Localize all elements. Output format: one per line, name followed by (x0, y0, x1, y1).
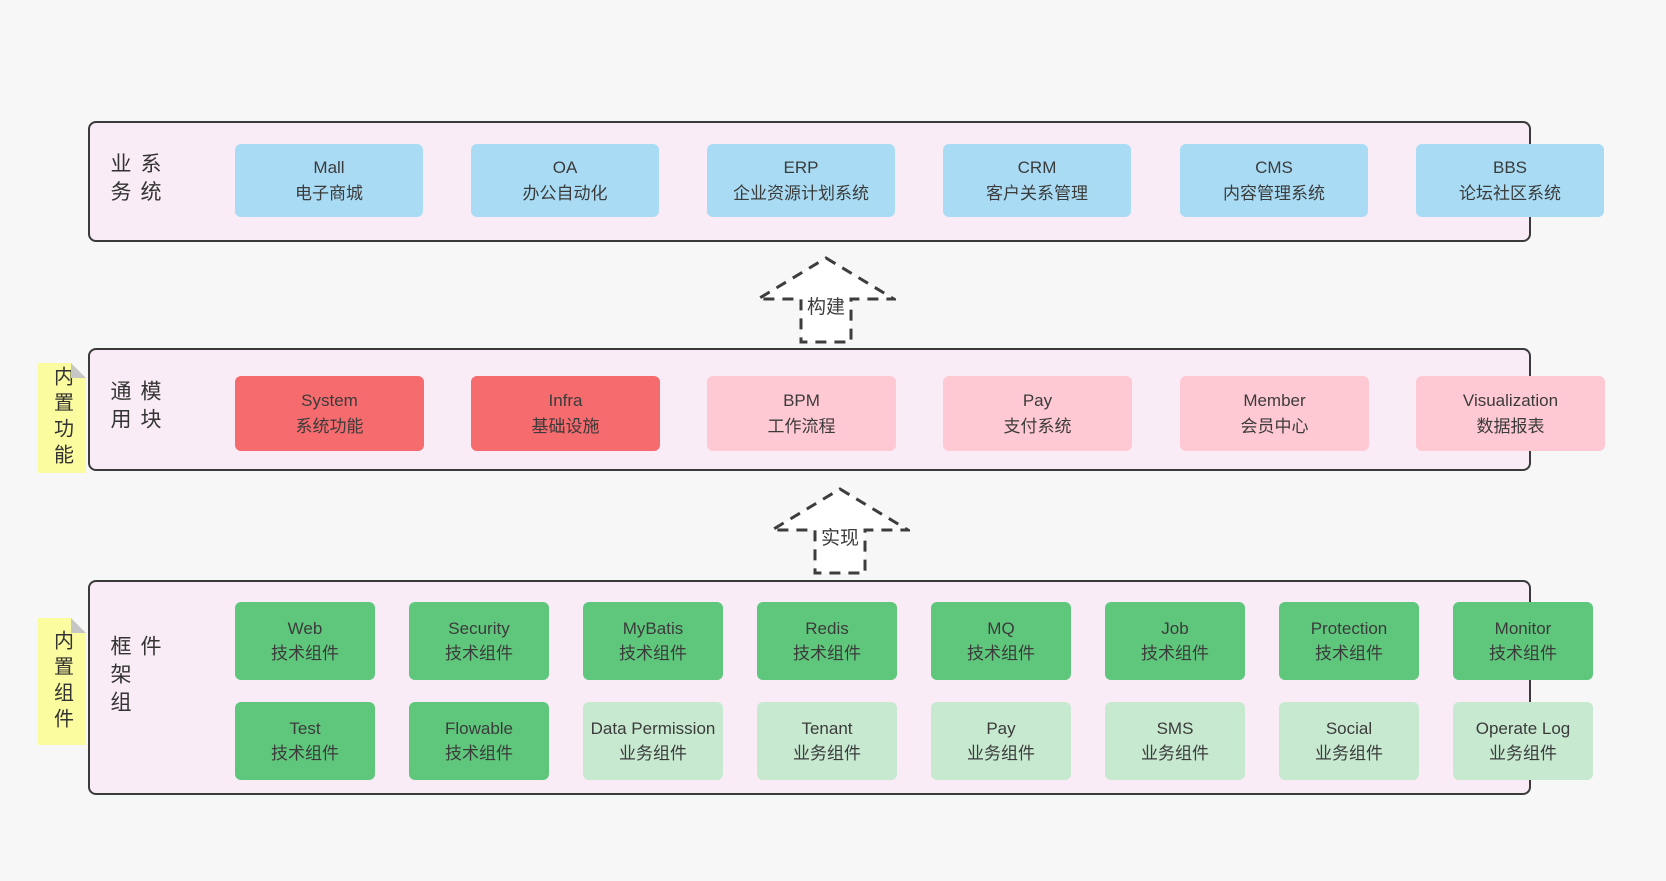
box-redis: Redis 技术组件 (757, 602, 897, 680)
box-subtitle: 技术组件 (619, 644, 687, 663)
box-monitor: Monitor 技术组件 (1453, 602, 1593, 680)
box-pay: Pay 支付系统 (943, 376, 1132, 451)
box-title: CMS (1255, 157, 1293, 177)
box-title: System (301, 390, 358, 410)
box-oa: OA 办公自动化 (471, 144, 659, 217)
sticky-note-builtin-features: 内置功能 (38, 363, 86, 473)
box-title: SMS (1156, 719, 1194, 738)
box-subtitle: 技术组件 (967, 644, 1035, 663)
box-subtitle: 技术组件 (445, 744, 513, 763)
box-operate-log: Operate Log 业务组件 (1453, 702, 1593, 780)
box-security: Security 技术组件 (409, 602, 549, 680)
box-visualization: Visualization 数据报表 (1416, 376, 1605, 451)
sticky-note-text: 内置功能 (50, 366, 73, 470)
build-arrow-label: 构建 (804, 292, 848, 319)
box-title: Infra (548, 390, 583, 410)
band-framework-components: 框架组件 Web 技术组件 Security 技术组件 MyBatis 技术组件… (88, 580, 1593, 795)
build-arrow: 构建 (756, 256, 896, 344)
box-title: Job (1161, 619, 1189, 638)
box-title: Redis (805, 619, 849, 638)
box-job: Job 技术组件 (1105, 602, 1245, 680)
box-subtitle: 业务组件 (1489, 744, 1557, 763)
box-web: Web 技术组件 (235, 602, 375, 680)
box-title: MyBatis (622, 619, 684, 638)
box-title: Visualization (1462, 390, 1559, 410)
box-subtitle: 内容管理系统 (1223, 183, 1325, 203)
box-infra: Infra 基础设施 (471, 376, 660, 451)
box-subtitle: 办公自动化 (522, 183, 608, 203)
box-subtitle: 会员中心 (1240, 416, 1309, 436)
box-title: Protection (1310, 619, 1388, 638)
box-cms: CMS 内容管理系统 (1180, 144, 1368, 217)
box-subtitle: 基础设施 (531, 416, 600, 436)
box-tenant: Tenant 业务组件 (757, 702, 897, 780)
box-subtitle: 论坛社区系统 (1459, 183, 1561, 203)
box-mall: Mall 电子商城 (235, 144, 423, 217)
box-subtitle: 支付系统 (1003, 416, 1072, 436)
box-title: Social (1325, 719, 1373, 738)
box-erp: ERP 企业资源计划系统 (707, 144, 895, 217)
band-label-business-systems: 业务系统 (108, 152, 161, 209)
box-crm: CRM 客户关系管理 (943, 144, 1131, 217)
box-title: Member (1243, 390, 1306, 410)
box-member: Member 会员中心 (1180, 376, 1369, 451)
box-subtitle: 系统功能 (295, 416, 364, 436)
box-subtitle: 企业资源计划系统 (733, 183, 869, 203)
box-title: BBS (1492, 157, 1528, 177)
box-title: OA (552, 157, 578, 177)
box-subtitle: 技术组件 (271, 744, 339, 763)
box-sms: SMS 业务组件 (1105, 702, 1245, 780)
box-title: Tenant (801, 719, 853, 738)
box-subtitle: 技术组件 (445, 644, 513, 663)
box-title: MQ (987, 619, 1015, 638)
box-data-permission: Data Permission 业务组件 (583, 702, 723, 780)
box-subtitle: 业务组件 (967, 744, 1035, 763)
box-subtitle: 技术组件 (793, 644, 861, 663)
box-title: ERP (783, 157, 819, 177)
box-subtitle: 业务组件 (619, 744, 687, 763)
box-title: Data Permission (590, 719, 716, 738)
box-subtitle: 业务组件 (793, 744, 861, 763)
box-subtitle: 技术组件 (271, 644, 339, 663)
sticky-note-builtin-components: 内置组件 (38, 618, 86, 745)
band-label-framework-components: 框架组件 (108, 634, 161, 719)
sticky-note-text: 内置组件 (50, 629, 73, 734)
box-subtitle: 数据报表 (1476, 416, 1545, 436)
box-subtitle: 业务组件 (1315, 744, 1383, 763)
box-title: CRM (1017, 157, 1057, 177)
box-title: Flowable (444, 719, 514, 738)
box-bbs: BBS 论坛社区系统 (1416, 144, 1604, 217)
box-protection: Protection 技术组件 (1279, 602, 1419, 680)
box-subtitle: 业务组件 (1141, 744, 1209, 763)
band-common-modules: 通用模块 System 系统功能 Infra 基础设施 BPM 工作流程 Pay… (88, 348, 1605, 471)
box-subtitle: 技术组件 (1141, 644, 1209, 663)
box-system: System 系统功能 (235, 376, 424, 451)
box-subtitle: 电子商城 (295, 183, 363, 203)
box-title: Web (287, 619, 323, 638)
box-title: Mall (313, 157, 345, 177)
box-title: Pay (1022, 390, 1053, 410)
box-test: Test 技术组件 (235, 702, 375, 780)
box-title: BPM (783, 390, 820, 410)
box-title: Test (289, 719, 321, 738)
implement-arrow: 实现 (770, 487, 910, 575)
box-social: Social 业务组件 (1279, 702, 1419, 780)
band-label-common-modules: 通用模块 (108, 379, 161, 436)
box-bpm: BPM 工作流程 (707, 376, 896, 451)
box-title: Security (448, 619, 510, 638)
band-business-systems: 业务系统 Mall 电子商城 OA 办公自动化 ERP 企业资源计划系统 CRM… (88, 121, 1604, 242)
box-mybatis: MyBatis 技术组件 (583, 602, 723, 680)
box-title: Operate Log (1475, 719, 1571, 738)
box-subtitle: 技术组件 (1489, 644, 1557, 663)
box-title: Pay (986, 719, 1016, 738)
box-title: Monitor (1494, 619, 1552, 638)
box-pay-component: Pay 业务组件 (931, 702, 1071, 780)
box-subtitle: 工作流程 (767, 416, 836, 436)
box-subtitle: 客户关系管理 (986, 183, 1088, 203)
box-mq: MQ 技术组件 (931, 602, 1071, 680)
box-subtitle: 技术组件 (1315, 644, 1383, 663)
box-flowable: Flowable 技术组件 (409, 702, 549, 780)
implement-arrow-label: 实现 (818, 523, 862, 550)
